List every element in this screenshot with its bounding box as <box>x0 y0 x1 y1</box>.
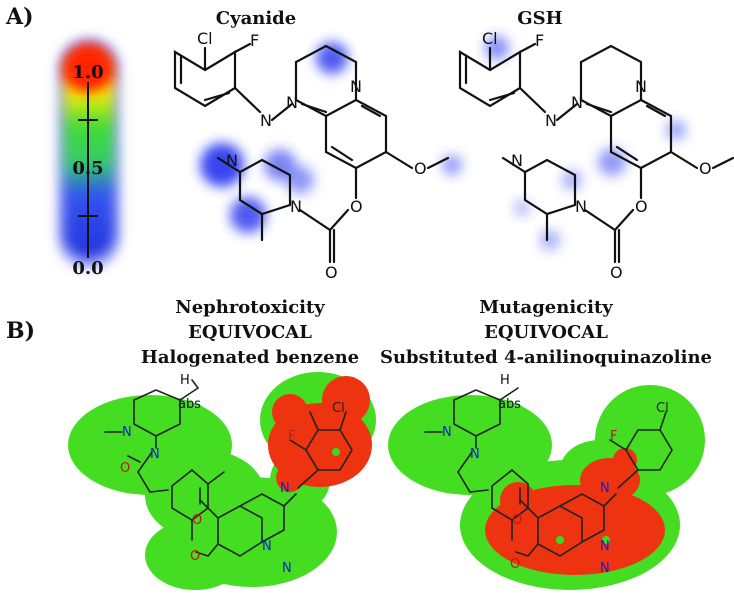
atom-o: O <box>610 263 623 282</box>
atom-n: N <box>571 93 583 112</box>
atom-nh: N <box>260 111 272 130</box>
left-atom-h: H <box>180 373 190 388</box>
atom-n: N <box>286 93 298 112</box>
left-halogenated-benzene-highlight <box>268 376 372 492</box>
right-atom-o: O <box>510 557 520 572</box>
right-alert-fragment: Substituted 4-anilinoquinazoline <box>380 347 712 368</box>
scale-top-label: 1.0 <box>72 62 103 83</box>
panel-b-label: B) <box>6 318 35 344</box>
atom-n: N <box>511 151 523 170</box>
atom-o: O <box>414 159 427 178</box>
left-atom-n: N <box>282 561 292 576</box>
right-atom-n: N <box>442 425 452 440</box>
left-atom-cl: Cl <box>332 401 345 416</box>
atom-o: O <box>350 197 363 216</box>
left-atom-n: N <box>122 425 132 440</box>
right-atom-cl: Cl <box>656 401 669 416</box>
atom-n: N <box>635 77 647 96</box>
atom-o: O <box>699 159 712 178</box>
left-alert-endpoint: Nephrotoxicity <box>175 297 325 318</box>
right-atom-n: N <box>600 481 610 496</box>
left-atom-o: O <box>120 461 130 476</box>
left-atom-n: N <box>262 539 272 554</box>
left-atom-n: N <box>150 447 160 462</box>
atom-nh: N <box>545 111 557 130</box>
right-abs-label: abs <box>498 397 521 412</box>
right-atom-h: H <box>500 373 510 388</box>
atom-n: N <box>350 77 362 96</box>
scale-mid-label: 0.5 <box>72 158 103 179</box>
left-alert-level: EQUIVOCAL <box>188 322 312 343</box>
left-atom-o: O <box>192 513 202 528</box>
scale-bottom-label: 0.0 <box>72 258 103 279</box>
panel-a-label: A) <box>5 4 33 30</box>
gsh-reactivity-spots <box>485 36 686 250</box>
right-alert-level: EQUIVOCAL <box>484 322 608 343</box>
cyanide-reactivity-spots <box>200 42 462 233</box>
right-alert-endpoint: Mutagenicity <box>479 297 613 318</box>
right-atom-o: O <box>512 513 522 528</box>
molecule-structure-cyanide <box>173 42 450 264</box>
atom-cl: Cl <box>197 29 213 48</box>
atom-n: N <box>290 197 302 216</box>
atom-f: F <box>535 31 544 50</box>
left-atom-f: F <box>288 429 295 444</box>
right-atom-n: N <box>600 539 610 554</box>
left-molecule-skeleton <box>104 379 353 557</box>
title-cyanide: Cyanide <box>216 8 296 29</box>
atom-f: F <box>250 31 259 50</box>
right-molecule-skeleton <box>424 387 673 557</box>
left-atom-o: O <box>190 549 200 564</box>
atom-o: O <box>635 197 648 216</box>
right-atom-f: F <box>610 429 617 444</box>
title-gsh: GSH <box>517 8 562 29</box>
left-alert-fragment: Halogenated benzene <box>141 347 359 368</box>
atom-o: O <box>325 263 338 282</box>
atom-n: N <box>226 151 238 170</box>
right-atom-n: N <box>600 561 610 576</box>
left-atom-n: N <box>280 481 290 496</box>
molecule-structure-gsh <box>458 42 734 264</box>
atom-cl: Cl <box>482 29 498 48</box>
atom-n: N <box>575 197 587 216</box>
right-atom-n: N <box>470 447 480 462</box>
left-abs-label: abs <box>178 397 201 412</box>
heat-scale-bar <box>58 38 120 268</box>
